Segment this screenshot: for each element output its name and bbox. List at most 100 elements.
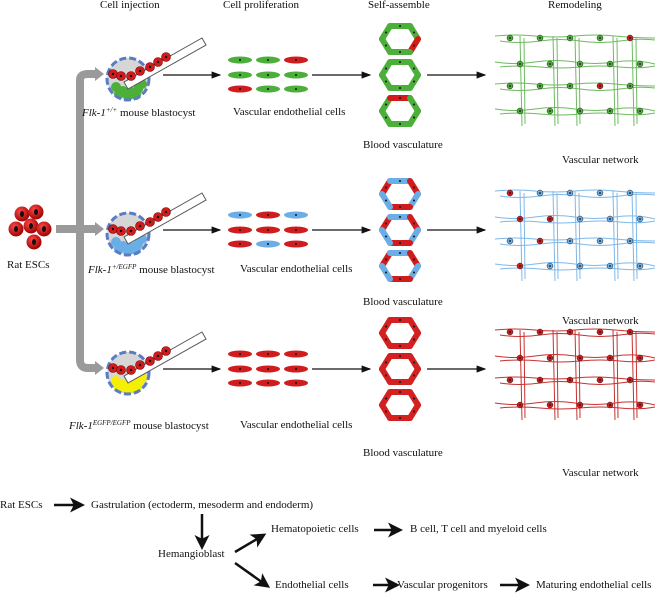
injection-pipette bbox=[123, 331, 207, 384]
nucleus bbox=[599, 192, 601, 194]
nucleus bbox=[119, 229, 123, 233]
nucleus bbox=[267, 243, 269, 245]
network-label-1: Vascular network bbox=[562, 154, 639, 166]
nucleus bbox=[267, 59, 269, 61]
blastocyst-label-1: Flk-1+/+ mouse blastocyst bbox=[82, 107, 195, 119]
network-vessel bbox=[635, 37, 638, 125]
nucleus bbox=[509, 240, 511, 242]
nucleus bbox=[609, 63, 611, 65]
nucleus bbox=[509, 379, 511, 381]
vessel-ring bbox=[379, 317, 421, 349]
network-vessel bbox=[552, 190, 556, 282]
vasculature-label-1: Blood vasculature bbox=[363, 139, 443, 151]
vascular-network bbox=[494, 34, 656, 127]
network-vessel bbox=[574, 35, 578, 127]
nucleus bbox=[609, 357, 611, 359]
nucleus bbox=[519, 110, 521, 112]
nucleus bbox=[239, 368, 241, 370]
nucleus bbox=[239, 353, 241, 355]
distribution-arrowheads bbox=[95, 67, 104, 375]
lineage-hemangioblast: Hemangioblast bbox=[158, 548, 225, 560]
nucleus bbox=[569, 379, 571, 381]
lineage-progenitors: Vascular progenitors bbox=[397, 579, 488, 591]
nucleus bbox=[413, 67, 415, 70]
nucleus bbox=[385, 374, 387, 377]
nucleus bbox=[42, 226, 46, 232]
nucleus bbox=[138, 69, 142, 73]
nucleus bbox=[599, 85, 601, 87]
nucleus bbox=[32, 239, 36, 245]
distribution-arrows bbox=[56, 70, 96, 372]
nucleus bbox=[579, 265, 581, 267]
nucleus bbox=[239, 59, 241, 61]
stage-cell-injection: Cell injection bbox=[100, 0, 160, 11]
network-vessel bbox=[494, 262, 656, 267]
nucleus bbox=[413, 374, 415, 377]
zona-pellucida bbox=[105, 350, 151, 396]
nucleus bbox=[629, 192, 631, 194]
genotype: +/EGFP bbox=[111, 263, 137, 271]
nucleus bbox=[629, 240, 631, 242]
nucleus bbox=[399, 319, 401, 321]
nucleus bbox=[156, 60, 160, 64]
network-label-3: Vascular network bbox=[562, 467, 639, 479]
nucleus bbox=[129, 74, 133, 78]
gene-name: Flk-1 bbox=[82, 107, 106, 119]
network-vessel bbox=[631, 35, 635, 127]
network-vessel bbox=[499, 267, 656, 271]
vessel-ring bbox=[379, 214, 421, 246]
network-vessel bbox=[616, 331, 619, 419]
network-vessel bbox=[552, 329, 556, 421]
nucleus bbox=[267, 368, 269, 370]
nucleus bbox=[569, 192, 571, 194]
lineage-gastrulation: Gastrulation (ectoderm, mesoderm and end… bbox=[91, 499, 314, 511]
blastocyst-text: mouse blastocyst bbox=[130, 420, 209, 432]
network-vessel bbox=[499, 112, 656, 116]
nucleus bbox=[509, 37, 511, 39]
nucleus bbox=[267, 88, 269, 90]
network-vessel bbox=[616, 37, 619, 125]
nucleus bbox=[629, 37, 631, 39]
nucleus bbox=[399, 381, 401, 383]
nucleus bbox=[385, 80, 387, 83]
vasculature-label-3: Blood vasculature bbox=[363, 447, 443, 459]
blastocyst-label-2: Flk-1+/EGFP mouse blastocyst bbox=[88, 264, 215, 276]
nucleus bbox=[138, 224, 142, 228]
network-vessel bbox=[556, 37, 559, 125]
injection-pipette bbox=[123, 37, 207, 90]
lineage-endothelial: Endothelial cells bbox=[275, 579, 349, 591]
nucleus bbox=[579, 63, 581, 65]
nucleus bbox=[295, 382, 297, 384]
gene-name: Flk-1 bbox=[88, 264, 112, 276]
nucleus bbox=[519, 63, 521, 65]
network-vessel bbox=[494, 237, 656, 242]
blastocyst-text: mouse blastocyst bbox=[117, 107, 196, 119]
nucleus bbox=[129, 368, 133, 372]
nucleus bbox=[295, 353, 297, 355]
nucleus bbox=[519, 357, 521, 359]
network-vessel bbox=[523, 331, 526, 419]
vessel-ring bbox=[379, 23, 421, 55]
stage-remodeling: Remodeling bbox=[548, 0, 602, 11]
nucleus bbox=[599, 379, 601, 381]
nucleus bbox=[413, 338, 415, 341]
vessel-ring bbox=[379, 353, 421, 385]
nucleus bbox=[399, 87, 401, 89]
vessel-ring bbox=[379, 178, 421, 210]
nucleus bbox=[599, 37, 601, 39]
nucleus bbox=[164, 210, 168, 214]
nucleus bbox=[148, 220, 152, 224]
network-vessel bbox=[635, 192, 638, 280]
zona-pellucida bbox=[105, 211, 151, 257]
nucleus bbox=[267, 74, 269, 76]
nucleus bbox=[413, 258, 415, 261]
nucleus bbox=[385, 338, 387, 341]
nucleus bbox=[639, 110, 641, 112]
nucleus bbox=[519, 218, 521, 220]
nucleus bbox=[385, 222, 387, 225]
nucleus bbox=[399, 355, 401, 357]
nucleus bbox=[385, 271, 387, 274]
nucleus bbox=[239, 88, 241, 90]
nucleus bbox=[549, 357, 551, 359]
nucleus bbox=[295, 368, 297, 370]
